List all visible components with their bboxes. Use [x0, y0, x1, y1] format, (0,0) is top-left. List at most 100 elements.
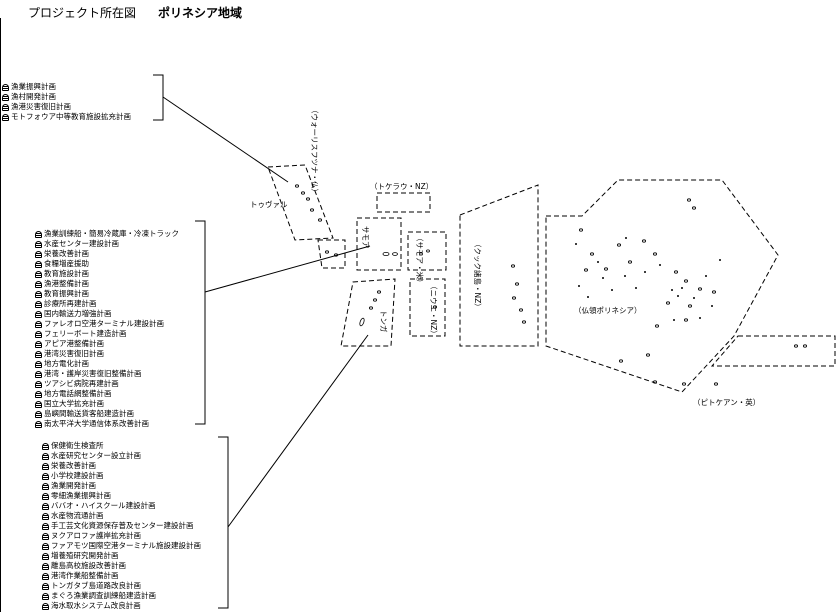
island-mark [655, 324, 660, 328]
project-item: 診療所再建計画 [35, 299, 179, 309]
island-dot [705, 275, 707, 277]
project-name: ババオ・ハイスクール建設計画 [51, 501, 156, 510]
facility-icon [42, 542, 49, 550]
island-dot [699, 317, 701, 319]
island-mark [794, 344, 799, 348]
island-mark [684, 318, 689, 322]
project-name: 栄養改善計画 [51, 461, 96, 470]
project-item: 水産物流通計画 [42, 511, 201, 521]
project-name: 漁港整備計画 [44, 279, 89, 288]
island-dot [671, 289, 673, 291]
facility-icon [42, 462, 49, 470]
tuvalu-bracket [153, 74, 164, 121]
facility-icon [42, 522, 49, 530]
project-name: 港湾作業船整備計画 [51, 571, 119, 580]
island-mark [317, 218, 322, 222]
project-item: 栄養改善計画 [42, 461, 201, 471]
facility-icon [42, 492, 49, 500]
project-item: 水産センター建設計画 [35, 239, 179, 249]
project-name: 国立大学拡充計画 [44, 399, 104, 408]
project-name: 教育施設計画 [44, 269, 89, 278]
facility-icon [35, 230, 42, 238]
project-item: 漁港整備計画 [35, 279, 179, 289]
region-title: ポリネシア地域 [158, 6, 243, 20]
island-mark [604, 267, 609, 271]
project-item: 漁業訓練船・簡易冷蔵庫・冷凍トラック [35, 229, 179, 239]
island-mark [712, 290, 717, 294]
project-name: モトフォウア中等教育施設拡充計画 [11, 112, 131, 121]
project-name: 離島高校施設改善計画 [51, 561, 126, 570]
facility-icon [42, 512, 49, 520]
facility-icon [35, 280, 42, 288]
page-title: プロジェクト所在図 [28, 6, 137, 20]
project-item: 栄養改善計画 [35, 249, 179, 259]
island-mark [512, 296, 517, 300]
region-label-pitcairn: （ピトケアン・英） [693, 397, 760, 407]
island-dot [602, 277, 604, 279]
facility-icon [42, 482, 49, 490]
island-dot [719, 259, 721, 261]
project-name: 漁業開発計画 [51, 481, 96, 490]
project-item: 離島高校施設改善計画 [42, 561, 201, 571]
region-label-american-samoa: （サモア・米） [415, 234, 425, 287]
island-mark [682, 382, 687, 386]
tuvalu-leader [162, 96, 289, 183]
island-mark [698, 287, 703, 291]
project-item: ババオ・ハイスクール建設計画 [42, 501, 201, 511]
facility-icon [35, 350, 42, 358]
island-dot [587, 296, 589, 298]
project-name: トンガタブ島道路改良計画 [51, 581, 141, 590]
island-mark [590, 252, 595, 256]
facility-icon [42, 582, 49, 590]
project-item: 港湾・護岸災害復旧整備計画 [35, 369, 179, 379]
island-dot [611, 289, 613, 291]
region-label-niue: （ニウエ・NZ） [429, 282, 438, 338]
island-mark [714, 382, 719, 386]
island-mark [372, 298, 377, 302]
project-list-samoa: 漁業訓練船・簡易冷蔵庫・冷凍トラック水産センター建設計画栄養改善計画食糧増産援助… [35, 229, 179, 429]
samoa-island-savaii [392, 252, 398, 256]
island-mark [294, 184, 299, 188]
project-item: 水産研究センター設立計画 [42, 451, 201, 461]
project-item: ヌクアロファ護岸拡充計画 [42, 531, 201, 541]
project-name: 小学校建設計画 [51, 471, 104, 480]
project-name: 地方電化計画 [44, 359, 89, 368]
island-mark [617, 243, 622, 247]
project-item: 海水取水システム改良計画 [42, 601, 201, 611]
project-name: ファアモツ国際空港ターミナル施設建設計画 [51, 541, 201, 550]
project-list-tuvalu: 漁業振興計画漁村開発計画漁港災害復旧計画モトフォウア中等教育施設拡充計画 [2, 82, 131, 122]
project-name: アピア港整備計画 [44, 339, 104, 348]
island-mark [324, 250, 329, 254]
facility-icon [42, 442, 49, 450]
pitcairn-area [710, 335, 836, 367]
facility-icon [42, 552, 49, 560]
facility-icon [35, 360, 42, 368]
project-name: まぐろ漁業調査訓練船建造計画 [51, 591, 156, 600]
project-name: 水産センター建設計画 [44, 239, 119, 248]
island-mark [510, 264, 515, 268]
facility-icon [42, 532, 49, 540]
project-name: 零細漁業振興計画 [51, 491, 111, 500]
facility-icon [42, 472, 49, 480]
region-label-samoa: サモア [361, 226, 370, 249]
facility-icon [35, 270, 42, 278]
island-mark [432, 305, 437, 309]
island-mark [687, 198, 692, 202]
island-mark [666, 301, 671, 305]
island-mark [653, 252, 658, 256]
facility-icon [2, 103, 9, 111]
region-label-tuvalu: トゥヴァル [250, 199, 288, 209]
facility-icon [35, 410, 42, 418]
island-dot [575, 243, 577, 245]
project-item: 小学校建設計画 [42, 471, 201, 481]
project-name: 漁業振興計画 [11, 82, 56, 91]
island-mark [653, 380, 658, 384]
project-item: 食糧増産援助 [35, 259, 179, 269]
project-name: 海水取水システム改良計画 [51, 601, 141, 610]
island-dot [681, 287, 683, 289]
island-mark [419, 252, 423, 256]
facility-icon [42, 572, 49, 580]
project-item: 漁業開発計画 [42, 481, 201, 491]
american-samoa-area [407, 231, 447, 271]
